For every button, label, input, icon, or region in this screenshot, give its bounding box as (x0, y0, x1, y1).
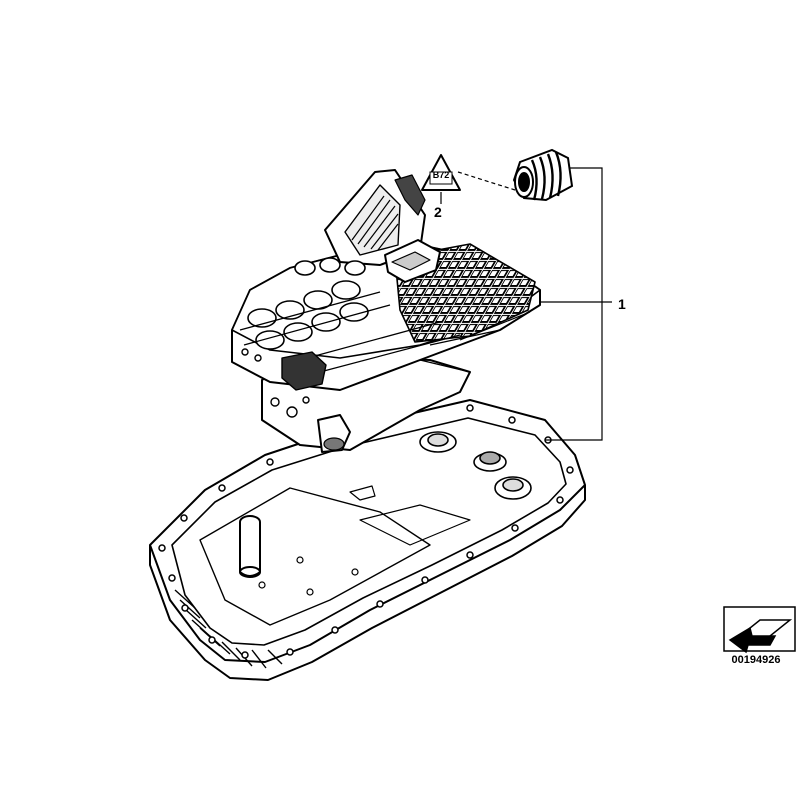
warning-symbol-text: B72 (432, 170, 450, 180)
valve-body (231, 169, 541, 453)
leader-lines (440, 167, 612, 441)
callout-part-2: 2 (434, 204, 442, 220)
pan-magnets (419, 431, 532, 500)
reference-number: 00194926 (731, 654, 781, 666)
reference-icon (723, 606, 796, 654)
oil-pan (149, 399, 586, 681)
callout-part-1: 1 (618, 296, 626, 312)
warning-symbol (421, 154, 461, 191)
pan-filler-tube (239, 515, 261, 578)
pan-bolt-holes (158, 404, 574, 659)
connector-sleeve (512, 148, 574, 202)
